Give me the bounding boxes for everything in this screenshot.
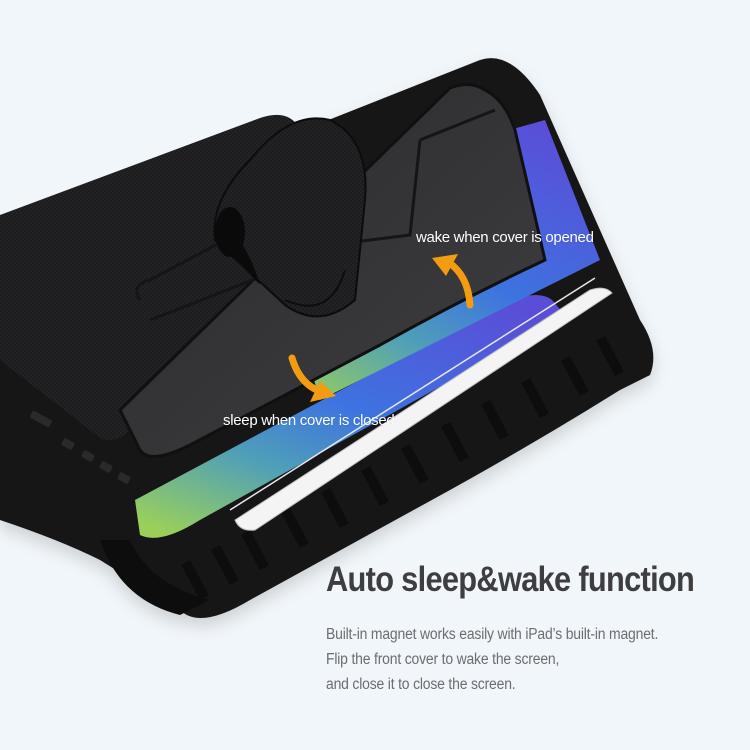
- stylus: [234, 287, 613, 531]
- tablet-screen: [135, 295, 565, 538]
- wake-arrow-icon: [432, 254, 474, 309]
- feature-description: Built-in magnet works easily with iPad’s…: [326, 622, 658, 697]
- description-line-1: Built-in magnet works easily with iPad’s…: [326, 626, 659, 643]
- sleep-arrow-icon: [288, 354, 336, 402]
- description-line-2: Flip the front cover to wake the screen,: [326, 651, 560, 668]
- sleep-annotation: sleep when cover is closed: [223, 412, 395, 429]
- hand-strap: [213, 117, 367, 318]
- description-line-3: and close it to close the screen.: [326, 676, 516, 693]
- wake-annotation: wake when cover is opened: [416, 229, 594, 246]
- feature-title: Auto sleep&wake function: [326, 560, 695, 599]
